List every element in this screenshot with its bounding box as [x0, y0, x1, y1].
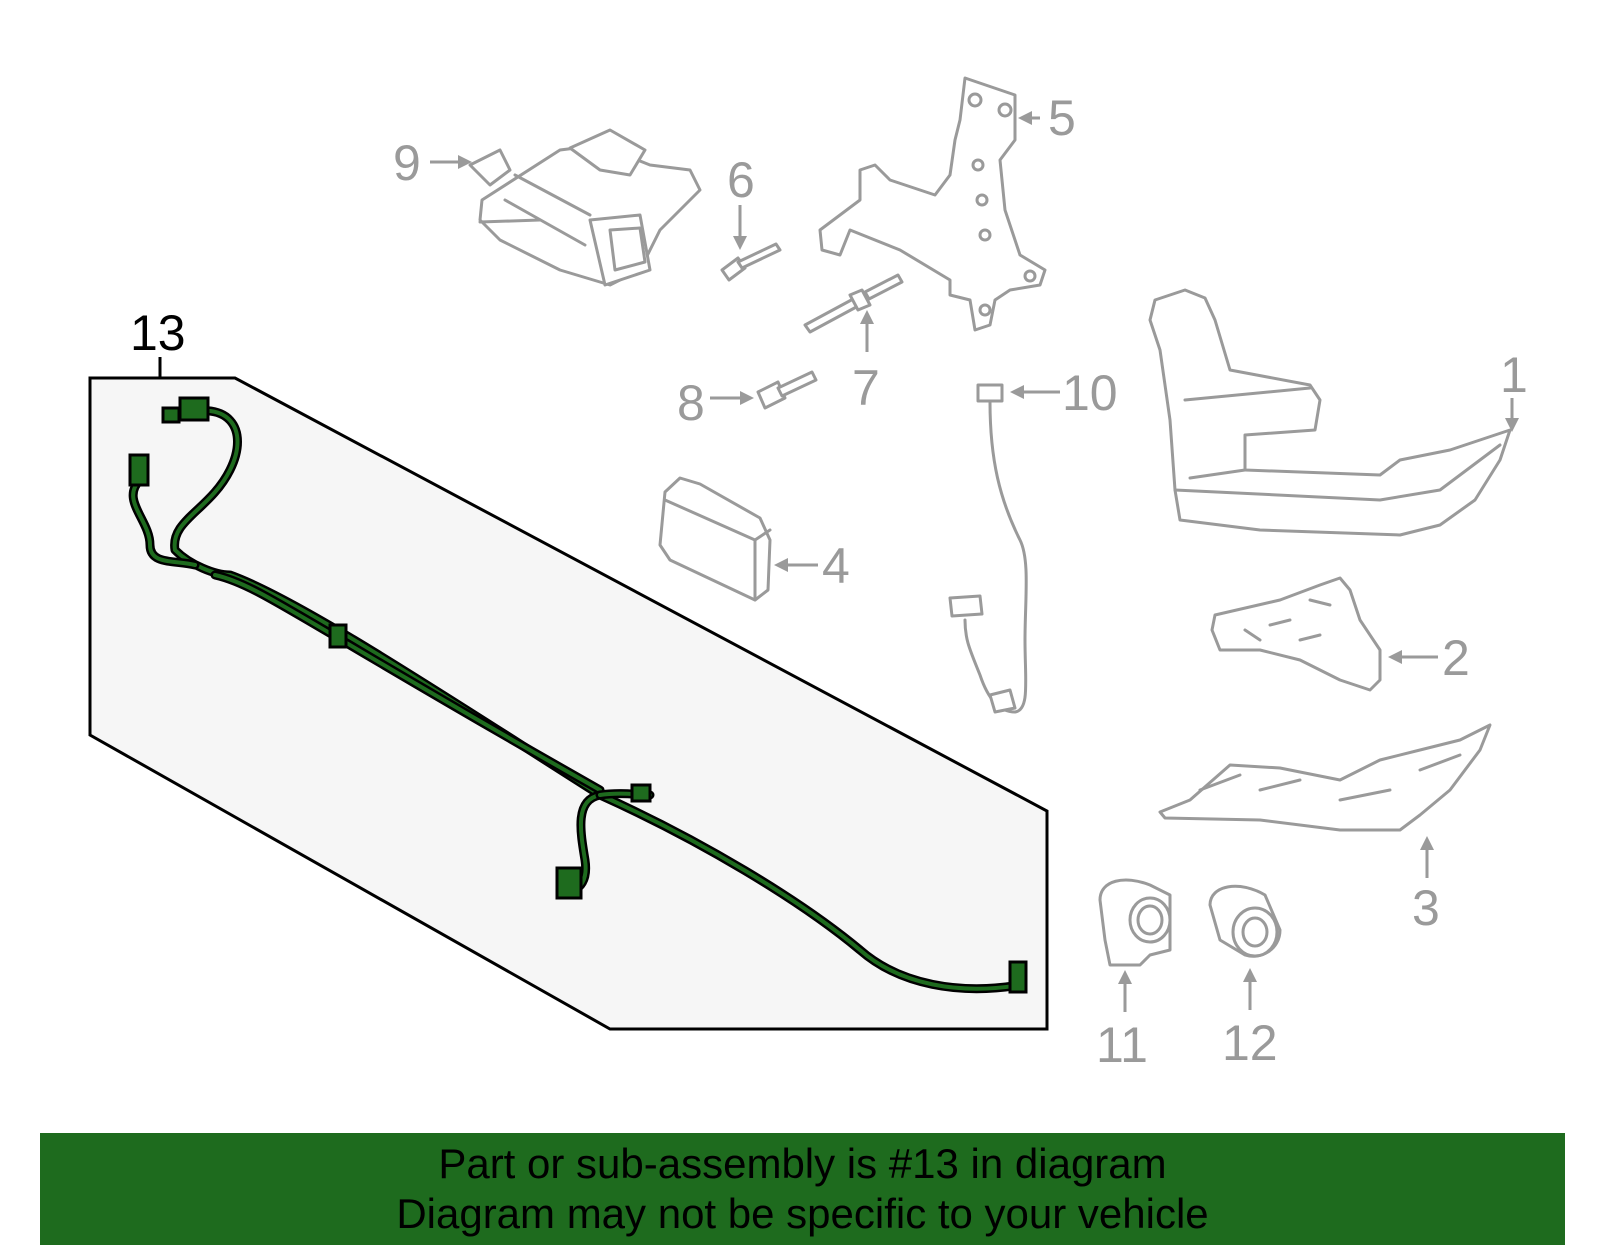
callout-11: 11	[1096, 1017, 1148, 1073]
callout-8: 8	[677, 375, 705, 431]
part-3-lower-bracket[interactable]	[1158, 723, 1492, 832]
callout-5: 5	[1048, 90, 1076, 146]
connector-icon	[178, 396, 210, 422]
info-banner: Part or sub-assembly is #13 in diagram D…	[40, 1133, 1565, 1245]
connector-icon	[1008, 960, 1028, 994]
callout-9: 9	[393, 135, 421, 191]
callout-1: 1	[1500, 347, 1528, 403]
callout-9-arrow	[430, 155, 472, 169]
callout-6-arrow	[733, 205, 747, 250]
part-11-parking-sensor[interactable]	[1098, 878, 1172, 967]
wiring-harness-part-13[interactable]	[128, 396, 1028, 994]
connector-icon	[128, 453, 150, 487]
part-4-module[interactable]	[658, 476, 772, 602]
callout-10-arrow	[1010, 385, 1060, 399]
connector-icon	[328, 623, 348, 649]
callout-7: 7	[852, 360, 880, 416]
callout-6: 6	[727, 152, 755, 208]
banner-line-part: Part or sub-assembly is #13 in diagram	[438, 1140, 1167, 1187]
callout-4: 4	[822, 538, 850, 594]
callout-8-arrow	[710, 391, 754, 405]
callout-12-arrow	[1243, 968, 1257, 1010]
part-6-pin[interactable]	[720, 242, 782, 282]
part-10-sensor-wire[interactable]	[948, 383, 1028, 714]
callout-1-arrow	[1505, 398, 1519, 432]
part-13-highlight-panel	[88, 376, 1049, 1031]
callout-5-arrow	[1018, 111, 1040, 125]
callout-3: 3	[1412, 880, 1440, 936]
callout-13: 13	[130, 305, 186, 361]
callout-3-arrow	[1420, 836, 1434, 878]
callout-4-arrow	[774, 558, 818, 572]
part-9-bracket-housing[interactable]	[468, 128, 702, 287]
banner-line-disclaimer: Diagram may not be specific to your vehi…	[396, 1190, 1209, 1237]
connector-icon	[630, 783, 652, 803]
callout-7-arrow	[860, 310, 874, 352]
part-7-bolt[interactable]	[803, 273, 904, 334]
callout-11-arrow	[1118, 970, 1132, 1012]
callout-2-arrow	[1388, 650, 1438, 664]
connector-icon	[161, 406, 181, 424]
part-2-bracket[interactable]	[1210, 576, 1382, 692]
callout-2: 2	[1442, 630, 1470, 686]
part-8-fastener[interactable]	[756, 370, 818, 410]
part-1-bumper-fascia[interactable]	[1148, 288, 1512, 537]
part-5-mounting-bracket[interactable]	[818, 76, 1047, 332]
callout-10: 10	[1062, 365, 1118, 421]
connector-icon	[555, 866, 583, 900]
callout-12: 12	[1222, 1015, 1278, 1071]
part-12-sensor-retainer[interactable]	[1208, 884, 1282, 958]
